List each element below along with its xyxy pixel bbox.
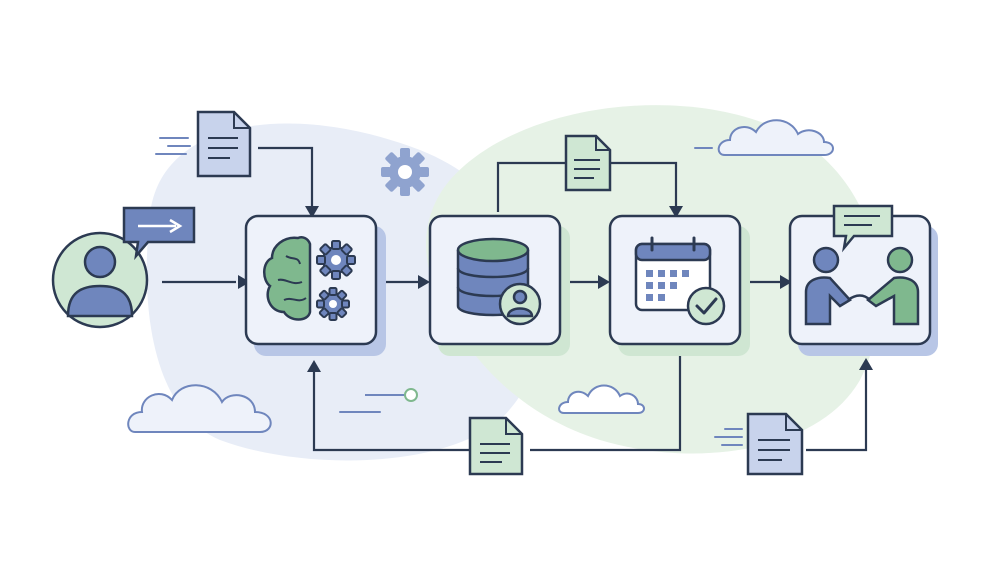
arrowheads <box>238 206 873 372</box>
handshake-chat-icon <box>804 246 920 326</box>
chat-bubble-icon <box>832 204 894 253</box>
arrow-doc-to-meeting <box>806 368 868 452</box>
cloud-icon <box>558 384 645 414</box>
motion-lines <box>155 137 743 446</box>
database-node <box>428 214 570 356</box>
doc-feedback-icon <box>468 416 524 476</box>
slider-handle-decoration <box>365 388 418 402</box>
database-user-icon <box>456 237 542 326</box>
calendar-check-icon <box>634 236 726 326</box>
doc-output-icon <box>746 412 804 476</box>
chat-bubble-icon <box>122 206 196 261</box>
cloud-icon <box>127 384 272 433</box>
user-node <box>51 206 196 329</box>
arrow-database-doc-to-schedule <box>496 161 678 212</box>
cloud-icon <box>717 119 834 156</box>
arrow-feedback-loop <box>312 352 682 452</box>
meeting-node <box>788 204 938 356</box>
doc-input-icon <box>196 110 252 178</box>
arrow-doc-to-processing <box>258 146 314 208</box>
brain-gears-icon <box>263 236 356 321</box>
doc-database-icon <box>564 134 612 192</box>
processing-node <box>244 214 386 356</box>
schedule-node <box>608 214 750 356</box>
decorations <box>127 119 834 446</box>
gear-icon <box>381 148 429 196</box>
connectors <box>162 146 868 452</box>
document-icons <box>196 110 804 476</box>
